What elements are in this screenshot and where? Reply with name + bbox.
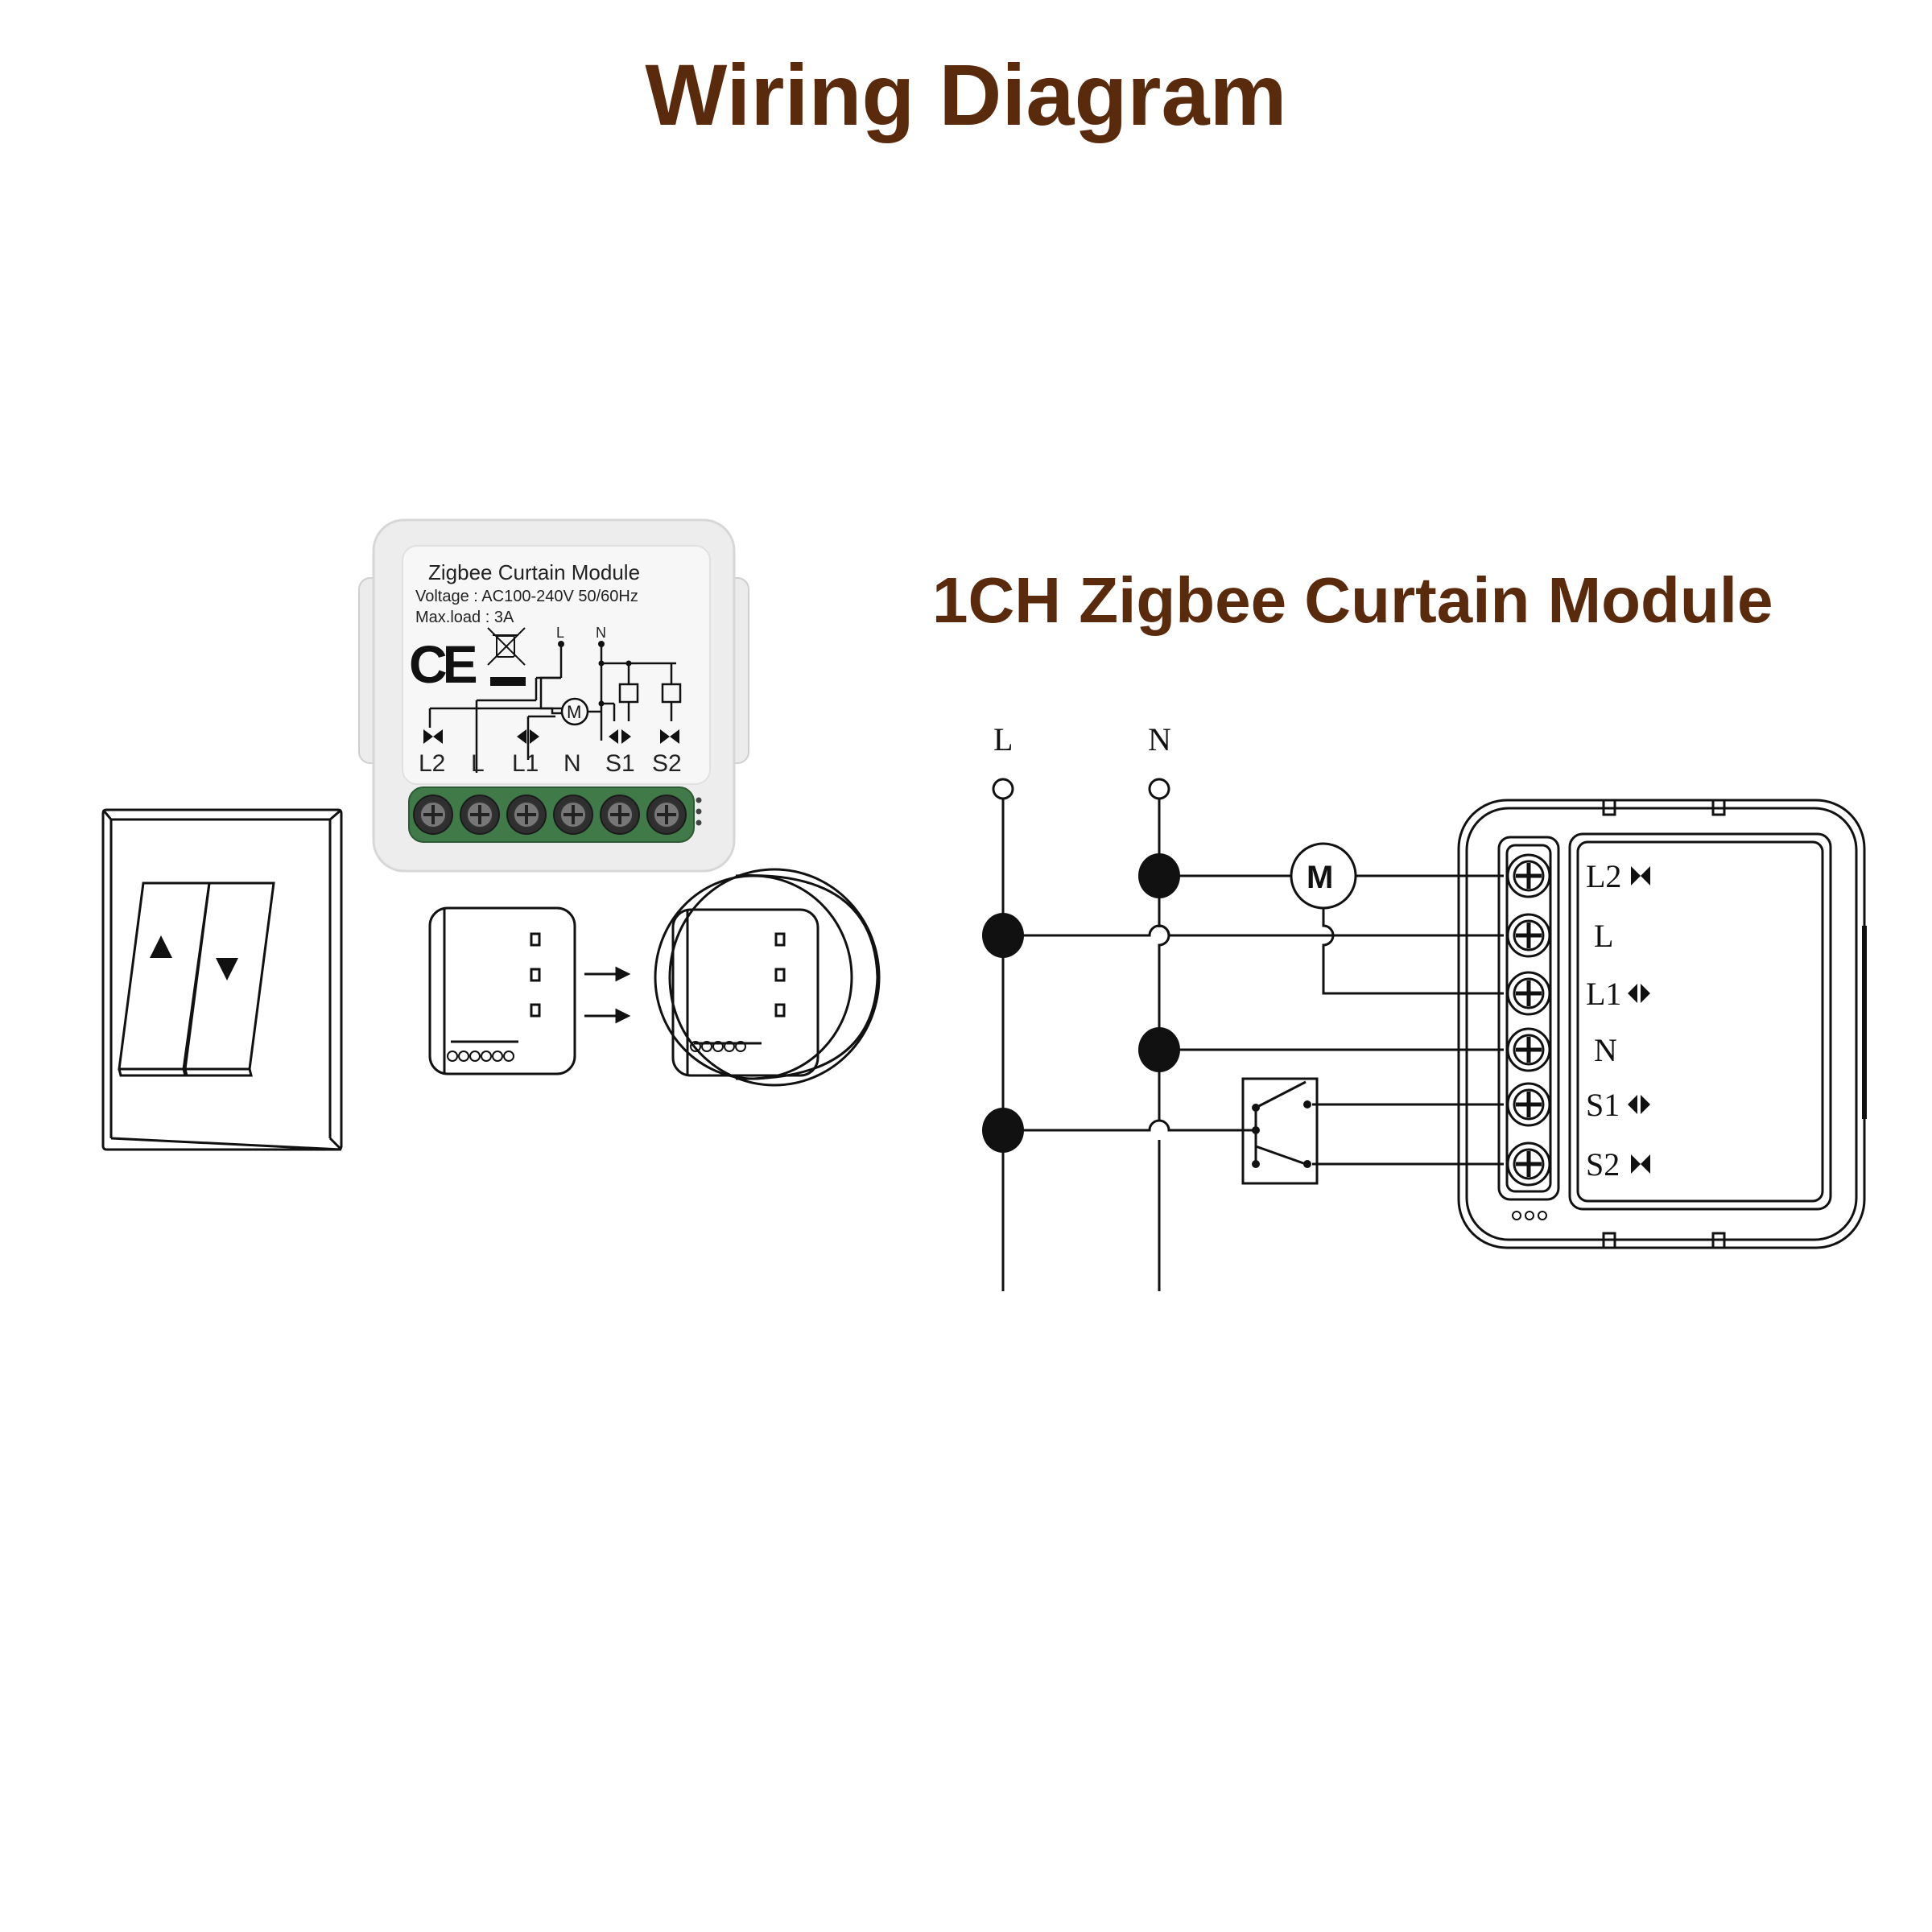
- label-mini-L: L: [556, 625, 564, 641]
- label-schematic: [428, 644, 682, 773]
- terminal-L-label: L: [1594, 918, 1613, 954]
- weee-bin-icon: [487, 627, 526, 686]
- label-terminal-L1: L1: [512, 750, 539, 777]
- label-direction-icons: [423, 729, 679, 744]
- terminal-S1-label: S1: [1586, 1087, 1620, 1123]
- schematic-terminal-names: L2 L L1 N S1 S2: [1586, 858, 1621, 1183]
- terminal-screw: [460, 795, 500, 835]
- terminal-screw: [413, 795, 453, 835]
- terminal-N-label: N: [1594, 1032, 1617, 1068]
- page-title: Wiring Diagram: [645, 46, 1287, 143]
- screw-terminal-icon: [1506, 1027, 1551, 1072]
- wall-box-sketch: [654, 868, 881, 1087]
- module-label-maxload: Max.load : 3A: [415, 609, 514, 626]
- schematic-terminal-screws: [1506, 853, 1551, 1187]
- label-motor: M: [567, 702, 581, 722]
- label-terminal-L: L: [471, 750, 485, 777]
- line-N-label: N: [1148, 721, 1171, 758]
- label-terminal-L2: L2: [419, 750, 445, 777]
- schematic-wires: [1001, 799, 1504, 1291]
- ce-mark: CE: [409, 634, 477, 694]
- open-direction-icon: [609, 729, 618, 744]
- open-direction-icon: [1628, 984, 1637, 1003]
- screw-terminal-icon: [1506, 1141, 1551, 1187]
- screw-terminal-icon: [1506, 913, 1551, 958]
- terminal-direction-icons: [1628, 866, 1650, 1174]
- wall-box-sketch-pins: [690, 1041, 746, 1052]
- label-terminal-S1: S1: [605, 750, 635, 777]
- module-label-name: Zigbee Curtain Module: [428, 560, 640, 584]
- switch-symbol: [1241, 1077, 1319, 1185]
- screw-terminal-icon: [1506, 971, 1551, 1016]
- schematic-module: [1457, 799, 1867, 1249]
- close-direction-icon: [660, 729, 670, 744]
- label-terminal-names: L2 L L1 N S1 S2: [419, 750, 682, 777]
- module-sketch-pins: [447, 1051, 514, 1062]
- screw-terminal-icon: [1506, 853, 1551, 898]
- up-arrow-icon: [150, 935, 172, 958]
- terminal-screw: [553, 795, 593, 835]
- insert-arrows: [584, 966, 631, 1024]
- junction-dots: [982, 853, 1180, 1153]
- module-title: 1CH Zigbee Curtain Module: [932, 564, 1773, 636]
- terminal-S2-label: S2: [1586, 1146, 1620, 1183]
- wall-switch: [101, 808, 343, 1151]
- line-L-label: L: [993, 721, 1013, 758]
- screw-terminal-icon: [1506, 1082, 1551, 1127]
- close-direction-icon: [1631, 1154, 1641, 1174]
- terminal-screw: [646, 795, 687, 835]
- open-direction-icon: [517, 729, 526, 744]
- open-direction-icon: [1628, 1095, 1637, 1114]
- terminal-screw: [600, 795, 640, 835]
- motor-icon: [1290, 842, 1357, 910]
- module-sketch: [428, 906, 576, 1075]
- switch-contacts: [1252, 1100, 1311, 1168]
- close-direction-icon: [423, 729, 433, 744]
- down-arrow-icon: [216, 958, 238, 980]
- terminal-L2-label: L2: [1586, 858, 1621, 894]
- close-direction-icon: [1631, 866, 1641, 886]
- module-label-voltage: Voltage : AC100-240V 50/60Hz: [415, 588, 638, 605]
- terminal-screw: [506, 795, 547, 835]
- label-mini-N: N: [596, 625, 606, 641]
- label-terminal-S2: S2: [652, 750, 682, 777]
- motor-label: M: [1307, 860, 1333, 895]
- terminal-L1-label: L1: [1586, 976, 1621, 1012]
- module-terminal-screws: [413, 795, 687, 835]
- schematic-module-dots: [1512, 1211, 1547, 1220]
- label-terminal-N: N: [564, 750, 581, 777]
